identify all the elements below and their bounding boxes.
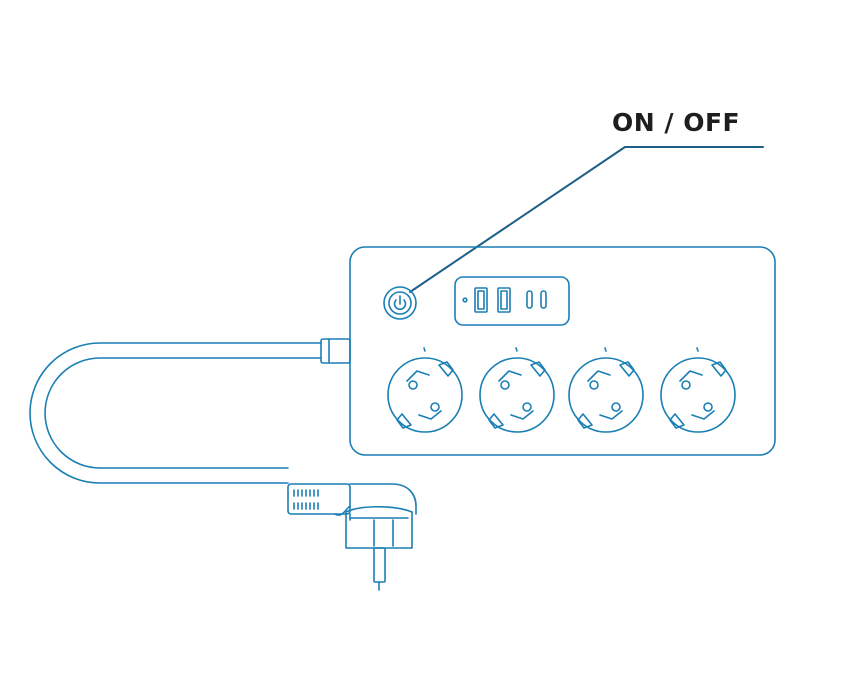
callout-leader-line — [409, 146, 764, 293]
usb-c-port — [526, 290, 533, 309]
socket-outlet — [568, 347, 644, 433]
socket-outlet — [660, 347, 736, 433]
socket-outlet — [479, 347, 555, 433]
on-off-label: ON / OFF — [612, 108, 741, 137]
power-strip-body — [349, 246, 776, 456]
schuko-plug — [287, 483, 417, 591]
power-icon — [393, 295, 407, 311]
power-button[interactable] — [383, 286, 417, 320]
usb-panel — [454, 276, 570, 326]
socket-outlet — [387, 347, 463, 433]
power-cable — [29, 338, 351, 484]
usb-c-port — [540, 290, 547, 309]
usb-a-port — [497, 287, 511, 313]
usb-a-port — [474, 287, 488, 313]
